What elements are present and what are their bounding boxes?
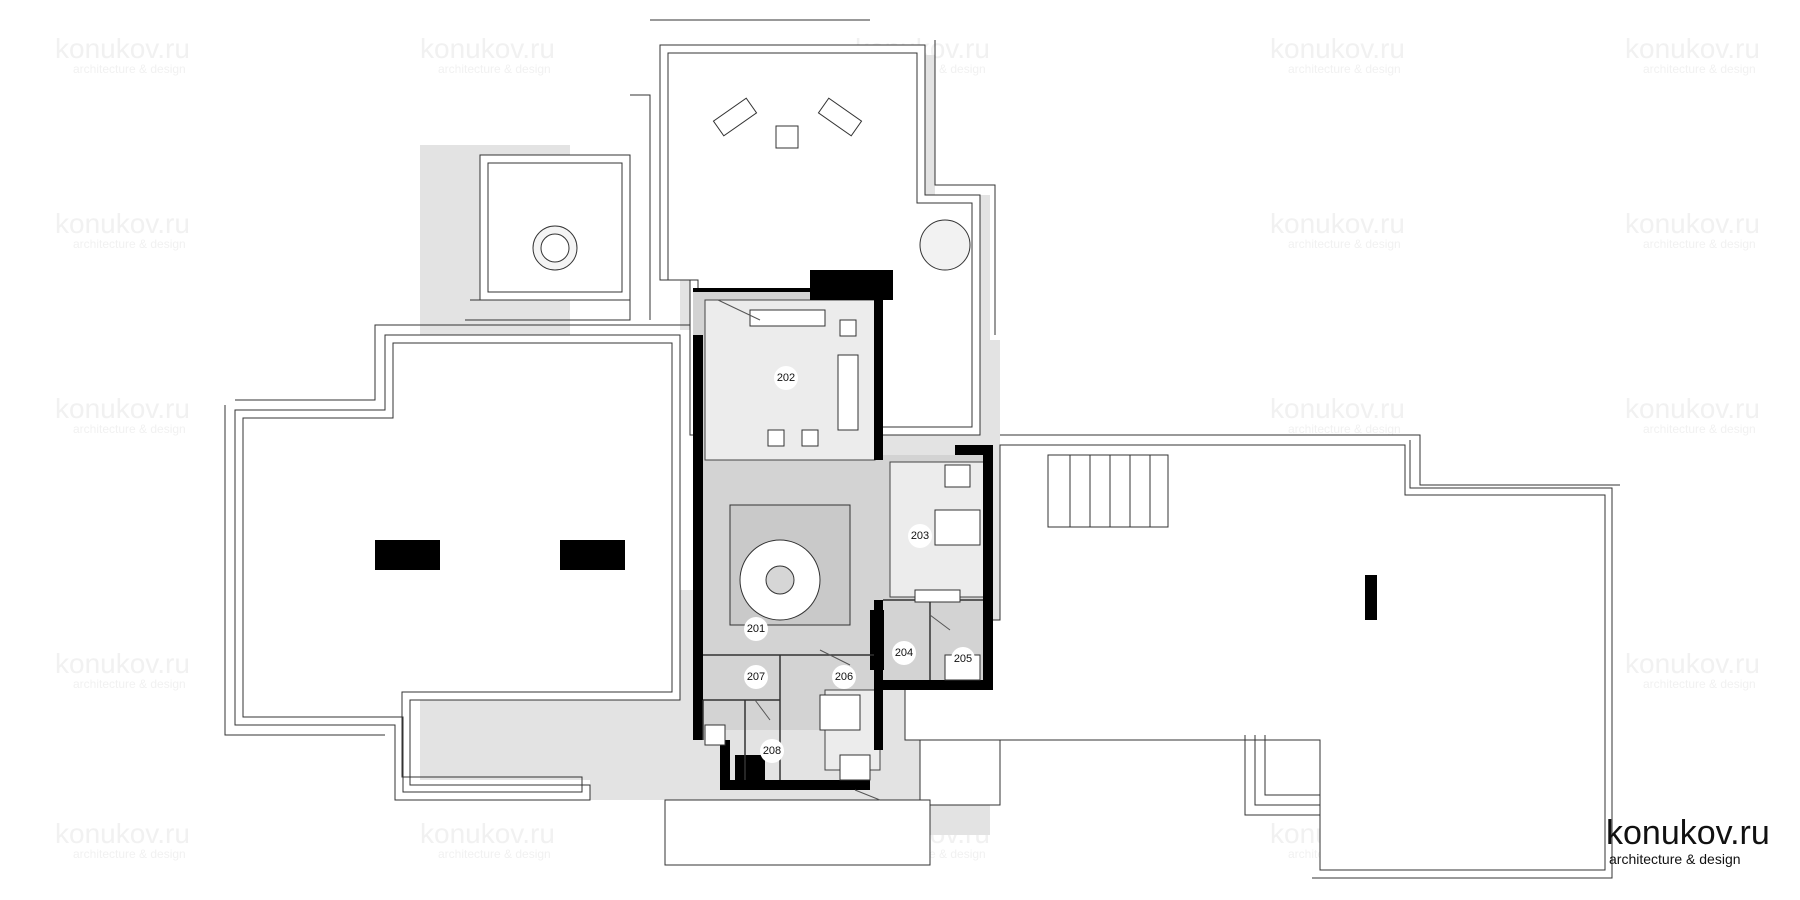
furniture bbox=[704, 309, 981, 781]
right-terrace bbox=[904, 434, 1620, 879]
stair-void bbox=[729, 504, 851, 626]
room-label-202: 202 bbox=[774, 366, 798, 390]
left-terrace bbox=[224, 324, 690, 801]
door-swings bbox=[717, 299, 951, 801]
room-label-204: 204 bbox=[892, 641, 916, 665]
brand-logo: konukov.ru architecture & design bbox=[1606, 815, 1770, 867]
bottom-annex bbox=[664, 739, 1001, 866]
room-label-208: 208 bbox=[760, 739, 784, 763]
top-left-terrace bbox=[465, 154, 631, 321]
room-label-201: 201 bbox=[744, 617, 768, 641]
room-label-206: 206 bbox=[832, 665, 856, 689]
walls bbox=[375, 270, 1377, 790]
brand-tagline: architecture & design bbox=[1609, 851, 1741, 867]
brand-name: konukov.ru bbox=[1606, 814, 1770, 852]
room-label-205: 205 bbox=[951, 647, 975, 671]
room-label-207: 207 bbox=[744, 665, 768, 689]
room-label-203: 203 bbox=[908, 524, 932, 548]
